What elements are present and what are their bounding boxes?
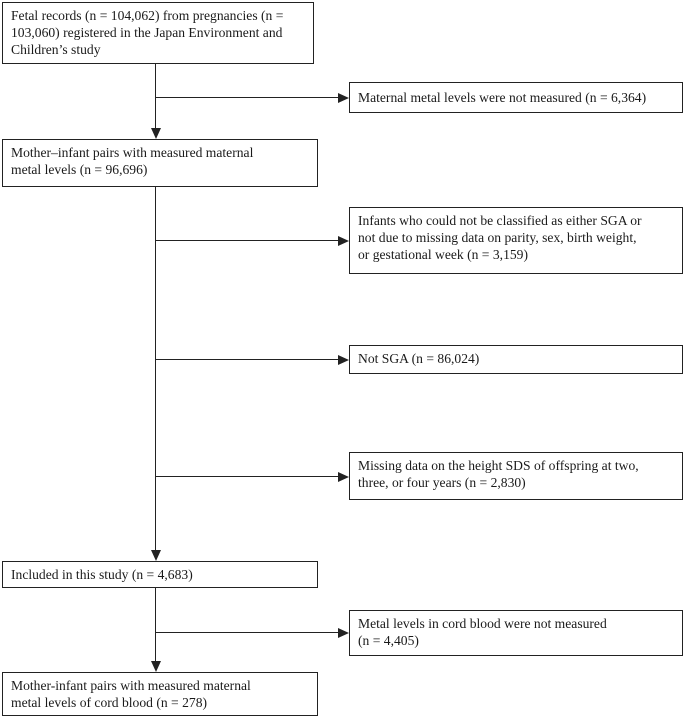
connector-vertical-1 [155,64,157,128]
connector-branch-3 [155,359,338,361]
arrowhead-right-2 [338,236,349,246]
connector-vertical-3 [155,588,157,661]
box-measured-maternal-metal: Mother–infant pairs with measured matern… [2,139,318,187]
arrowhead-down-2 [151,550,161,561]
box-exclusion-unclassified: Infants who could not be classified as e… [349,207,683,274]
arrowhead-right-4 [338,472,349,482]
connector-branch-1 [155,97,338,99]
arrowhead-right-1 [338,93,349,103]
box-cord-blood-measured: Mother-infant pairs with measured matern… [2,672,318,716]
box-exclusion-not-sga: Not SGA (n = 86,024) [349,345,683,374]
connector-branch-4 [155,476,338,478]
box-exclusion-missing-height: Missing data on the height SDS of offspr… [349,452,683,500]
connector-branch-2 [155,240,338,242]
arrowhead-right-5 [338,628,349,638]
box-included-in-study: Included in this study (n = 4,683) [2,561,318,588]
connector-branch-5 [155,632,338,634]
box-fetal-records: Fetal records (n = 104,062) from pregnan… [2,2,314,64]
arrowhead-right-3 [338,355,349,365]
box-exclusion-not-measured: Maternal metal levels were not measured … [349,82,683,113]
connector-vertical-2 [155,187,157,550]
arrowhead-down-3 [151,661,161,672]
arrowhead-down-1 [151,128,161,139]
box-exclusion-cord-not-measured: Metal levels in cord blood were not meas… [349,610,683,656]
